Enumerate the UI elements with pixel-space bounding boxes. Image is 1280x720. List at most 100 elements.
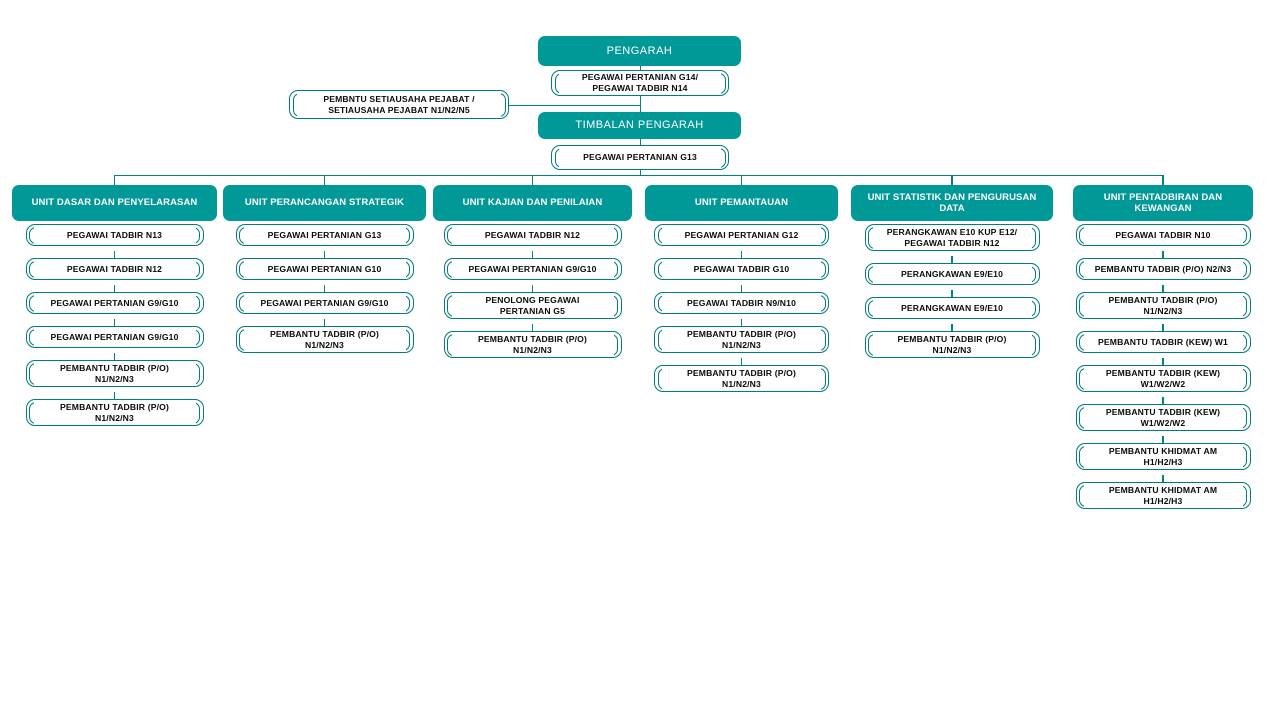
post-box[interactable]: PEMBANTU TADBIR (P/O) N1/N2/N3 — [864, 331, 1040, 358]
connector-unit-pemantauan-4 — [740, 358, 743, 366]
post-box-label: PEGAWAI PERTANIAN G13 — [267, 229, 382, 240]
connector-bus-to-unit-kajian-dan-penilaian — [531, 175, 534, 185]
post-box[interactable]: PEGAWAI TADBIR N12 — [25, 258, 204, 280]
post-box-label: PEGAWAI PERTANIAN G10 — [267, 263, 382, 274]
connector-post-to-deputy — [639, 96, 641, 112]
post-box-label: PEGAWAI PERTANIAN G9/G10 — [468, 263, 597, 274]
connector-unit-dasar-dan-penyelarasan-3 — [113, 319, 116, 327]
post-box-label: PEGAWAI TADBIR N12 — [66, 263, 163, 274]
connector-unit-dasar-dan-penyelarasan-1 — [113, 251, 116, 259]
post-box[interactable]: PEMBANTU TADBIR (KEW) W1 — [1075, 331, 1251, 353]
node-pengarah-label: PENGARAH — [606, 44, 673, 57]
post-box[interactable]: PEGAWAI PERTANIAN G9/G10 — [235, 292, 414, 314]
connector-bus-to-unit-perancangan-strategik — [323, 175, 326, 185]
connector-unit-dasar-dan-penyelarasan-2 — [113, 285, 116, 293]
post-box[interactable]: PEMBANTU TADBIR (P/O) N1/N2/N3 — [443, 331, 622, 358]
post-box[interactable]: PEGAWAI TADBIR N10 — [1075, 224, 1251, 246]
post-box[interactable]: PEGAWAI PERTANIAN G9/G10 — [25, 326, 204, 348]
node-timbalan-pengarah[interactable]: TIMBALAN PENGARAH — [538, 112, 741, 139]
unit-header-unit-dasar-dan-penyelarasan[interactable]: UNIT DASAR DAN PENYELARASAN — [12, 185, 217, 221]
connector-director-to-post — [639, 64, 641, 72]
connector-unit-pentadbiran-dan-kewangan-2 — [1162, 285, 1164, 293]
post-box[interactable]: PEMBANTU TADBIR (P/O) N2/N3 — [1075, 258, 1251, 280]
connector-unit-statistik-dan-pengurusan-data-3 — [951, 324, 953, 332]
post-box-label: PEMBANTU TADBIR (P/O) N1/N2/N3 — [1108, 294, 1218, 316]
connector-unit-statistik-dan-pengurusan-data-1 — [951, 256, 953, 264]
post-box-label: PERANGKAWAN E9/E10 — [900, 268, 1004, 279]
post-box-label: PEGAWAI TADBIR N13 — [66, 229, 163, 240]
post-box[interactable]: PEGAWAI TADBIR G10 — [654, 258, 829, 280]
connector-unit-perancangan-strategik-3 — [323, 319, 326, 327]
connector-staff-branch — [509, 104, 640, 106]
post-box-label: PEGAWAI TADBIR G10 — [693, 263, 790, 274]
unit-header-unit-pemantauan[interactable]: UNIT PEMANTAUAN — [645, 185, 838, 221]
post-box[interactable]: PEGAWAI PERTANIAN G10 — [235, 258, 414, 280]
post-box[interactable]: PEGAWAI PERTANIAN G12 — [654, 224, 829, 246]
post-box-label: PEMBANTU TADBIR (P/O) N1/N2/N3 — [687, 367, 796, 389]
node-pembantu-setiausaha-label: PEMBNTU SETIAUSAHA PEJABAT / SETIAUSAHA … — [323, 93, 475, 115]
post-box[interactable]: PEMBANTU TADBIR (P/O) N1/N2/N3 — [25, 399, 204, 426]
post-box[interactable]: PEMBANTU TADBIR (P/O) N1/N2/N3 — [654, 326, 829, 353]
connector-bus-to-unit-pemantauan — [740, 175, 743, 185]
connector-bus-to-unit-statistik-dan-pengurusan-data — [951, 175, 953, 185]
node-timbalan-pengarah-label: TIMBALAN PENGARAH — [575, 119, 704, 132]
post-box[interactable]: PEGAWAI TADBIR N13 — [25, 224, 204, 246]
connector-unit-pemantauan-1 — [740, 251, 743, 259]
node-timbalan-pengarah-post[interactable]: PEGAWAI PERTANIAN G13 — [551, 145, 729, 170]
post-box[interactable]: PEMBANTU KHIDMAT AM H1/H2/H3 — [1075, 443, 1251, 470]
connector-unit-pentadbiran-dan-kewangan-4 — [1162, 358, 1164, 366]
post-box[interactable]: PERANGKAWAN E10 KUP E12/ PEGAWAI TADBIR … — [864, 224, 1040, 251]
post-box-label: PEMBANTU TADBIR (KEW) W1/W2/W2 — [1105, 406, 1221, 428]
post-box[interactable]: PERANGKAWAN E9/E10 — [864, 297, 1040, 319]
connector-unit-perancangan-strategik-1 — [323, 251, 326, 259]
connector-unit-pentadbiran-dan-kewangan-6 — [1162, 436, 1164, 444]
connector-unit-pentadbiran-dan-kewangan-1 — [1162, 251, 1164, 259]
node-timbalan-pengarah-post-label: PEGAWAI PERTANIAN G13 — [583, 152, 697, 162]
node-pembantu-setiausaha[interactable]: PEMBNTU SETIAUSAHA PEJABAT / SETIAUSAHA … — [289, 90, 509, 119]
post-box-label: PEMBANTU TADBIR (P/O) N1/N2/N3 — [60, 362, 169, 384]
unit-header-unit-statistik-dan-pengurusan-data[interactable]: UNIT STATISTIK DAN PENGURUSAN DATA — [851, 185, 1053, 221]
post-box-label: PENOLONG PEGAWAI PERTANIAN G5 — [485, 294, 580, 316]
connector-unit-perancangan-strategik-2 — [323, 285, 326, 293]
post-box[interactable]: PEGAWAI PERTANIAN G9/G10 — [443, 258, 622, 280]
post-box-label: PEGAWAI TADBIR N10 — [1115, 229, 1211, 240]
connector-unit-statistik-dan-pengurusan-data-2 — [951, 290, 953, 298]
post-box[interactable]: PEMBANTU TADBIR (KEW) W1/W2/W2 — [1075, 365, 1251, 392]
connector-bus-to-unit-dasar-dan-penyelarasan — [113, 175, 116, 185]
post-box[interactable]: PEMBANTU TADBIR (P/O) N1/N2/N3 — [25, 360, 204, 387]
post-box[interactable]: PEGAWAI PERTANIAN G9/G10 — [25, 292, 204, 314]
post-box[interactable]: PEGAWAI TADBIR N12 — [443, 224, 622, 246]
post-box-label: PEGAWAI PERTANIAN G9/G10 — [50, 297, 179, 308]
unit-header-label: UNIT PENTADBIRAN DAN KEWANGAN — [1103, 191, 1223, 214]
post-box[interactable]: PENOLONG PEGAWAI PERTANIAN G5 — [443, 292, 622, 319]
unit-header-label: UNIT PEMANTAUAN — [694, 197, 789, 209]
unit-header-unit-kajian-dan-penilaian[interactable]: UNIT KAJIAN DAN PENILAIAN — [433, 185, 632, 221]
unit-header-label: UNIT PERANCANGAN STRATEGIK — [244, 197, 405, 209]
unit-header-unit-pentadbiran-dan-kewangan[interactable]: UNIT PENTADBIRAN DAN KEWANGAN — [1073, 185, 1253, 221]
post-box[interactable]: PERANGKAWAN E9/E10 — [864, 263, 1040, 285]
post-box-label: PEMBANTU TADBIR (KEW) W1 — [1098, 336, 1228, 347]
post-box[interactable]: PEGAWAI TADBIR N9/N10 — [654, 292, 829, 314]
post-box-label: PEGAWAI TADBIR N9/N10 — [687, 297, 796, 308]
post-box[interactable]: PEMBANTU TADBIR (P/O) N1/N2/N3 — [654, 365, 829, 392]
post-box-label: PEMBANTU TADBIR (P/O) N1/N2/N3 — [60, 401, 169, 423]
node-pengarah[interactable]: PENGARAH — [538, 36, 741, 66]
post-box[interactable]: PEGAWAI PERTANIAN G13 — [235, 224, 414, 246]
connector-unit-kajian-dan-penilaian-3 — [531, 324, 534, 332]
post-box[interactable]: PEMBANTU KHIDMAT AM H1/H2/H3 — [1075, 482, 1251, 509]
connector-unit-pentadbiran-dan-kewangan-5 — [1162, 397, 1164, 405]
unit-header-label: UNIT STATISTIK DAN PENGURUSAN DATA — [867, 191, 1037, 214]
distribution-bus — [114, 175, 1164, 177]
unit-header-label: UNIT DASAR DAN PENYELARASAN — [31, 197, 198, 209]
post-box[interactable]: PEMBANTU TADBIR (P/O) N1/N2/N3 — [235, 326, 414, 353]
post-box[interactable]: PEMBANTU TADBIR (KEW) W1/W2/W2 — [1075, 404, 1251, 431]
node-pengarah-post[interactable]: PEGAWAI PERTANIAN G14/ PEGAWAI TADBIR N1… — [551, 70, 729, 96]
connector-deputy-to-post — [639, 138, 641, 146]
post-box-label: PEMBANTU KHIDMAT AM H1/H2/H3 — [1108, 445, 1218, 467]
unit-header-unit-perancangan-strategik[interactable]: UNIT PERANCANGAN STRATEGIK — [223, 185, 426, 221]
post-box-label: PEGAWAI PERTANIAN G9/G10 — [260, 297, 389, 308]
connector-unit-pemantauan-2 — [740, 285, 743, 293]
connector-unit-pemantauan-3 — [740, 319, 743, 327]
connector-unit-dasar-dan-penyelarasan-5 — [113, 392, 116, 400]
post-box[interactable]: PEMBANTU TADBIR (P/O) N1/N2/N3 — [1075, 292, 1251, 319]
